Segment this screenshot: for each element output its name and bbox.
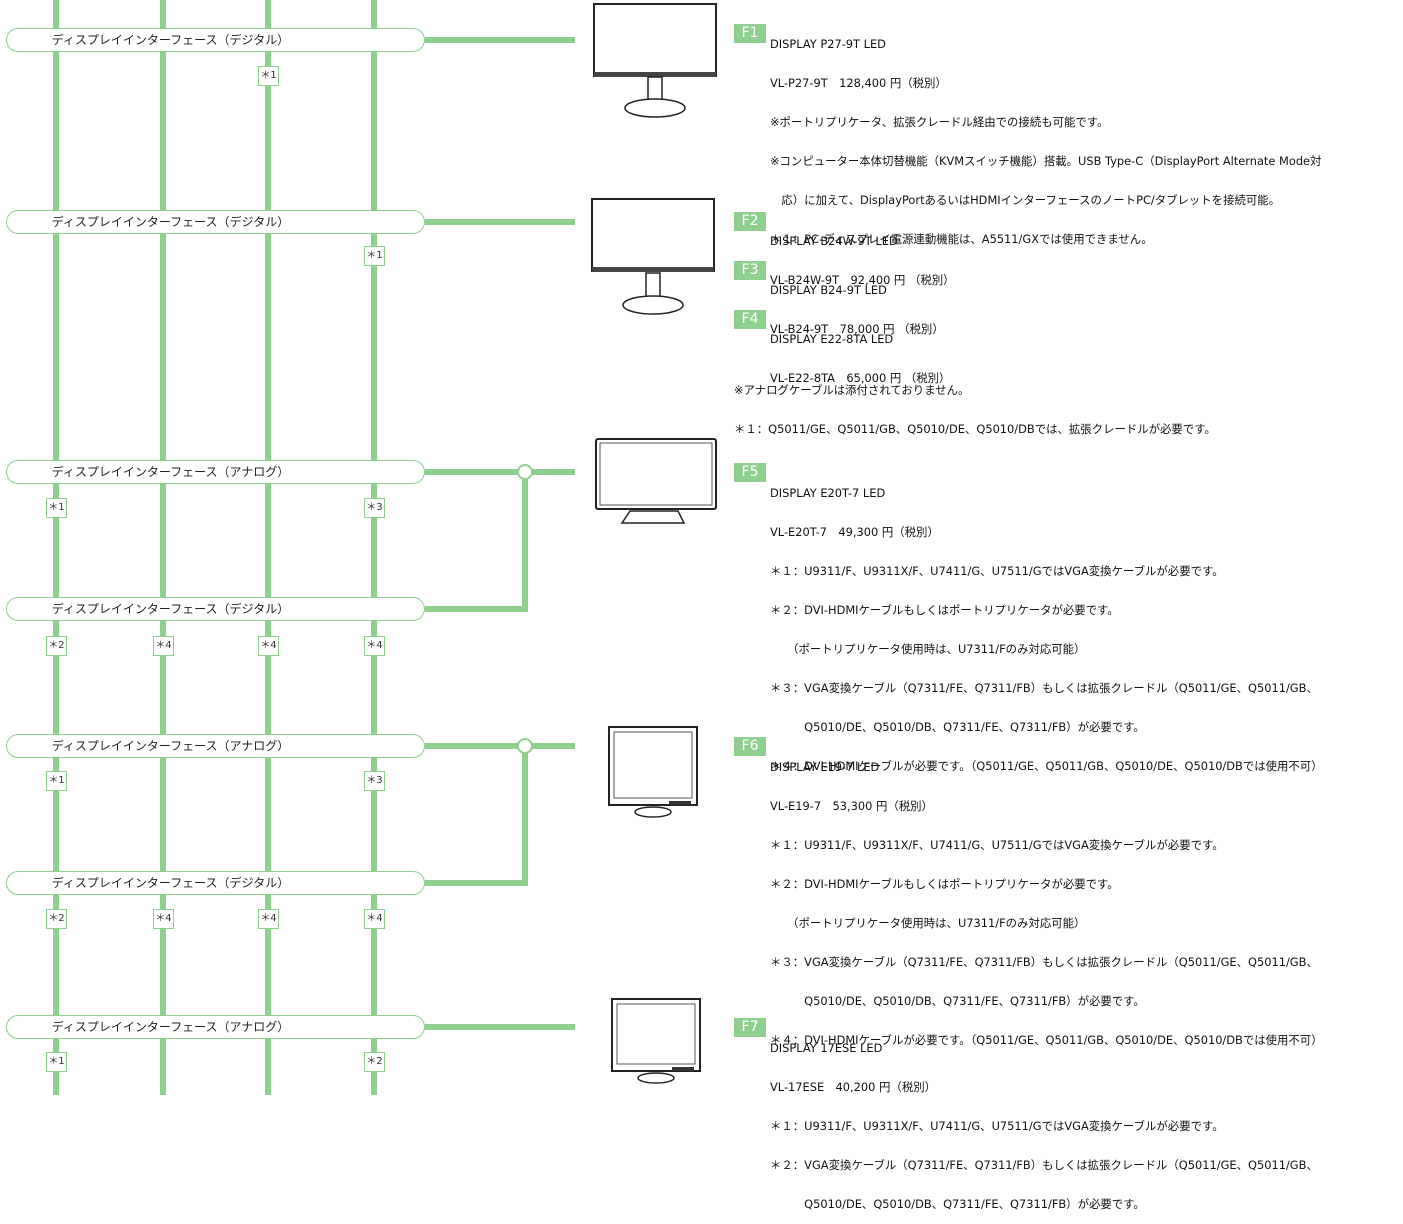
footnote-marker: ＊2: [364, 1052, 385, 1072]
footnote-marker: ＊4: [153, 636, 174, 656]
vertical-line-2: [160, 0, 166, 1095]
footnote-marker: ＊4: [258, 909, 279, 929]
product-note: Q5010/DE、Q5010/DB、Q7311/FE、Q7311/FB）が必要で…: [770, 994, 1145, 1008]
footnote-marker: ＊3: [364, 498, 385, 518]
interface-bar-digital: ディスプレイインターフェース（デジタル）: [6, 28, 425, 52]
badge-f2: F2: [734, 212, 766, 231]
vertical-line-4: [371, 0, 377, 1095]
junction-node-f6: [517, 738, 533, 754]
product-name: DISPLAY E20T-7 LED: [770, 486, 886, 500]
footnote-marker: ＊1: [46, 1052, 67, 1072]
junction-node-f5: [517, 464, 533, 480]
interface-bar-analog: ディスプレイインターフェース（アナログ）: [6, 460, 425, 484]
product-note: ＊１：U9311/F、U9311X/F、U7411/G、U7511/GではVGA…: [770, 838, 1224, 852]
connector-f6-digital: [425, 880, 527, 886]
product-note: ＊３：VGA変換ケーブル（Q7311/FE、Q7311/FB）もしくは拡張クレー…: [770, 681, 1318, 695]
footnote-marker: ＊1: [46, 498, 67, 518]
product-note: ＊２：VGA変換ケーブル（Q7311/FE、Q7311/FB）もしくは拡張クレー…: [770, 1158, 1318, 1172]
product-note: ＊１：U9311/F、U9311X/F、U7411/G、U7511/GではVGA…: [770, 564, 1224, 578]
interface-bar-digital: ディスプレイインターフェース（デジタル）: [6, 210, 425, 234]
badge-f6: F6: [734, 737, 766, 756]
interface-bar-analog: ディスプレイインターフェース（アナログ）: [6, 1015, 425, 1039]
vertical-line-1: [53, 0, 59, 1095]
product-info-f6: DISPLAY E19-7 LED VL-E19-7 53,300 円（税別） …: [770, 735, 1323, 1060]
product-note: ＊１：U9311/F、U9311X/F、U7411/G、U7511/GではVGA…: [770, 1119, 1224, 1133]
group2-notes: ※アナログケーブルは添付されておりません。 ＊１：Q5011/GE、Q5011/…: [734, 358, 1216, 449]
footnote-marker: ＊4: [258, 636, 279, 656]
product-note: Q5010/DE、Q5010/DB、Q7311/FE、Q7311/FB）が必要で…: [770, 720, 1145, 734]
product-note: ＊４：DVI-HDMIケーブルが必要です。（Q5011/GE、Q5011/GB、…: [770, 759, 1323, 773]
product-price: VL-B24-9T 78,000 円 （税別）: [770, 322, 944, 336]
monitor-image-b24w: [591, 198, 715, 315]
product-note: 応）に加えて、DisplayPortあるいはHDMIインターフェースのノートPC…: [770, 193, 1281, 207]
connector-f2: [425, 219, 575, 225]
connector-f6-riser: [522, 746, 528, 886]
connector-f5-digital: [425, 606, 527, 612]
product-note: ※コンピューター本体切替機能（KVMスイッチ機能）搭載。USB Type-C（D…: [770, 154, 1322, 168]
product-note: ＊３：VGA変換ケーブル（Q7311/FE、Q7311/FB）もしくは拡張クレー…: [770, 955, 1318, 969]
footnote-marker: ＊2: [46, 636, 67, 656]
product-note: ＊２：DVI-HDMIケーブルもしくはポートリプリケータが必要です。: [770, 877, 1119, 891]
product-name: DISPLAY B24-9T LED: [770, 283, 887, 297]
connector-f1: [425, 37, 575, 43]
product-price: VL-E22-8TA 65,000 円 （税別）: [770, 371, 951, 385]
product-note: ※ポートリプリケータ、拡張クレードル経由での接続も可能です。: [770, 115, 1109, 129]
product-info-f2: DISPLAY B24W-9T LED VL-B24W-9T 92,400 円 …: [770, 209, 955, 300]
product-price: VL-P27-9T 128,400 円（税別）: [770, 76, 947, 90]
group-note: ※アナログケーブルは添付されておりません。: [734, 383, 970, 397]
product-price: VL-E19-7 53,300 円（税別）: [770, 799, 933, 813]
interface-bar-analog: ディスプレイインターフェース（アナログ）: [6, 734, 425, 758]
product-price: VL-B24W-9T 92,400 円 （税別）: [770, 273, 955, 287]
product-info-f5: DISPLAY E20T-7 LED VL-E20T-7 49,300 円（税別…: [770, 461, 1323, 786]
product-note: ＊１：PC-ディスプレイ電源連動機能は、A5511/GXでは使用できません。: [770, 232, 1153, 246]
badge-f1: F1: [734, 24, 766, 43]
footnote-marker: ＊1: [46, 771, 67, 791]
product-note: ＊２：DVI-HDMIケーブルもしくはポートリプリケータが必要です。: [770, 603, 1119, 617]
product-info-f4: DISPLAY E22-8TA LED VL-E22-8TA 65,000 円 …: [770, 307, 950, 398]
product-name: DISPLAY E19-7 LED: [770, 760, 880, 774]
footnote-marker: ＊1: [258, 66, 279, 86]
group-note: ＊１：Q5011/GE、Q5011/GB、Q5010/DE、Q5010/DBでは…: [734, 422, 1216, 436]
product-note: Q5010/DE、Q5010/DB、Q7311/FE、Q7311/FB）が必要で…: [770, 1197, 1145, 1211]
footnote-marker: ＊4: [153, 909, 174, 929]
product-name: DISPLAY P27-9T LED: [770, 37, 886, 51]
product-note: ＊４：DVI-HDMIケーブルが必要です。（Q5011/GE、Q5011/GB、…: [770, 1033, 1323, 1047]
product-price: VL-E20T-7 49,300 円（税別）: [770, 525, 939, 539]
product-info-f7: DISPLAY 17ESE LED VL-17ESE 40,200 円（税別） …: [770, 1016, 1318, 1224]
product-info-f3: DISPLAY B24-9T LED VL-B24-9T 78,000 円 （税…: [770, 258, 944, 349]
product-name: DISPLAY E22-8TA LED: [770, 332, 894, 346]
product-name: DISPLAY B24W-9T LED: [770, 234, 898, 248]
footnote-marker: ＊3: [364, 771, 385, 791]
interface-bar-digital: ディスプレイインターフェース（デジタル）: [6, 871, 425, 895]
monitor-image-p27: [593, 3, 717, 118]
connector-f5: [425, 469, 575, 475]
footnote-marker: ＊4: [364, 909, 385, 929]
footnote-marker: ＊1: [364, 246, 385, 266]
footnote-marker: ＊4: [364, 636, 385, 656]
connector-f5-riser: [522, 472, 528, 612]
monitor-image-e19: [608, 726, 698, 818]
monitor-image-e20t: [595, 438, 717, 524]
connector-f6: [425, 743, 575, 749]
connector-f7: [425, 1024, 575, 1030]
product-note: （ポートリプリケータ使用時は、U7311/Fのみ対応可能）: [770, 916, 1086, 930]
interface-bar-digital: ディスプレイインターフェース（デジタル）: [6, 597, 425, 621]
product-price: VL-17ESE 40,200 円（税別）: [770, 1080, 936, 1094]
badge-f3: F3: [734, 261, 766, 280]
monitor-image-17ese: [611, 998, 701, 1084]
badge-f4: F4: [734, 310, 766, 329]
badge-f7: F7: [734, 1018, 766, 1037]
product-name: DISPLAY 17ESE LED: [770, 1041, 883, 1055]
product-note: （ポートリプリケータ使用時は、U7311/Fのみ対応可能）: [770, 642, 1086, 656]
footnote-marker: ＊2: [46, 909, 67, 929]
product-info-f1: DISPLAY P27-9T LED VL-P27-9T 128,400 円（税…: [770, 12, 1321, 259]
vertical-line-3: [265, 0, 271, 1095]
badge-f5: F5: [734, 463, 766, 482]
